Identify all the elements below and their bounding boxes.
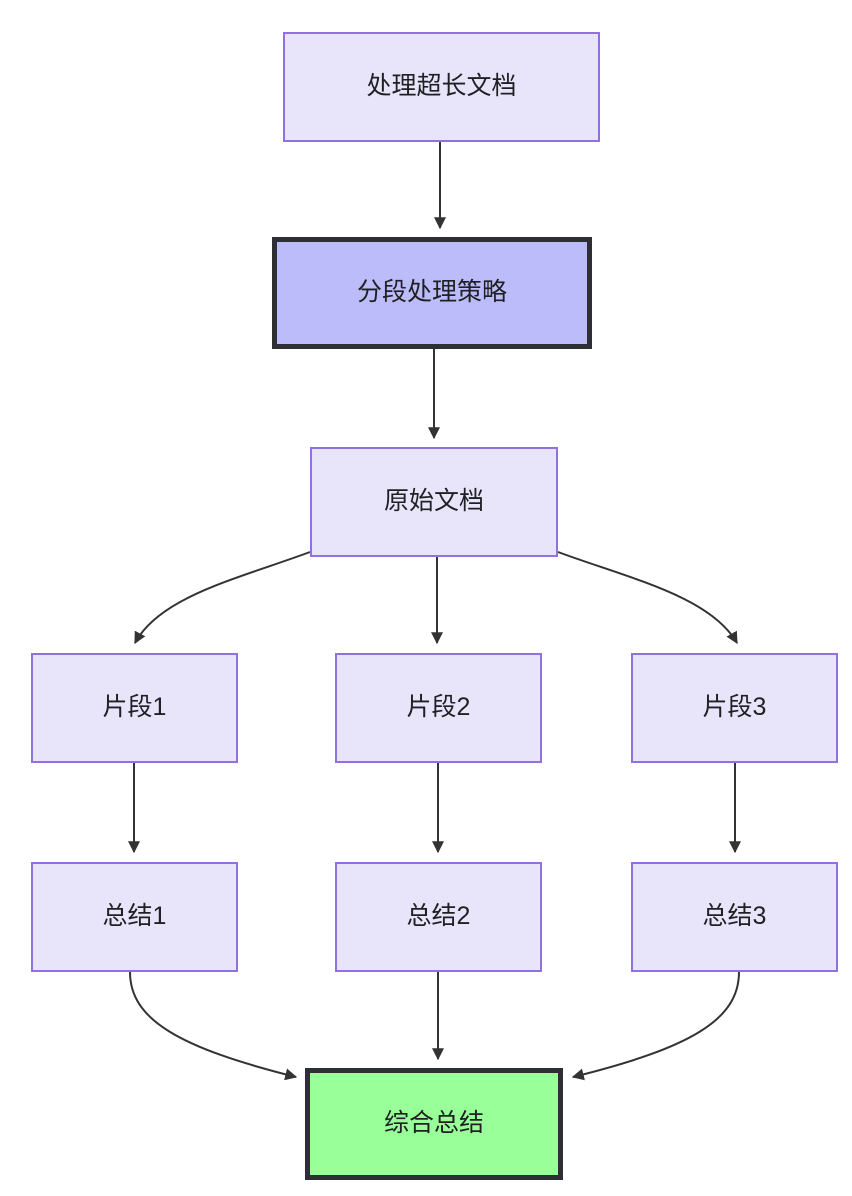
node-final-summary[interactable]: 综合总结 bbox=[305, 1068, 563, 1180]
node-label: 片段1 bbox=[102, 693, 167, 722]
node-label: 总结3 bbox=[702, 902, 767, 931]
edge-source-to-seg3 bbox=[557, 551, 738, 645]
node-chunking-strategy[interactable]: 分段处理策略 bbox=[272, 237, 592, 349]
node-segment-1[interactable]: 片段1 bbox=[31, 653, 238, 763]
node-label: 总结1 bbox=[102, 902, 167, 931]
node-summary-2[interactable]: 总结2 bbox=[335, 862, 542, 972]
node-label: 总结2 bbox=[406, 902, 471, 931]
node-segment-3[interactable]: 片段3 bbox=[631, 653, 838, 763]
node-label: 处理超长文档 bbox=[366, 72, 517, 101]
edge-sum1-to-final bbox=[129, 971, 298, 1081]
node-label: 片段2 bbox=[406, 693, 471, 722]
node-label: 分段处理策略 bbox=[356, 278, 507, 307]
node-label: 综合总结 bbox=[383, 1109, 484, 1138]
node-summary-3[interactable]: 总结3 bbox=[631, 862, 838, 972]
node-source-document[interactable]: 原始文档 bbox=[310, 447, 558, 557]
edge-sum3-to-final bbox=[571, 971, 740, 1081]
node-process-long-document[interactable]: 处理超长文档 bbox=[283, 32, 600, 142]
node-label: 片段3 bbox=[702, 693, 767, 722]
edge-source-to-seg1 bbox=[134, 551, 311, 645]
node-summary-1[interactable]: 总结1 bbox=[31, 862, 238, 972]
node-segment-2[interactable]: 片段2 bbox=[335, 653, 542, 763]
node-label: 原始文档 bbox=[383, 487, 484, 516]
